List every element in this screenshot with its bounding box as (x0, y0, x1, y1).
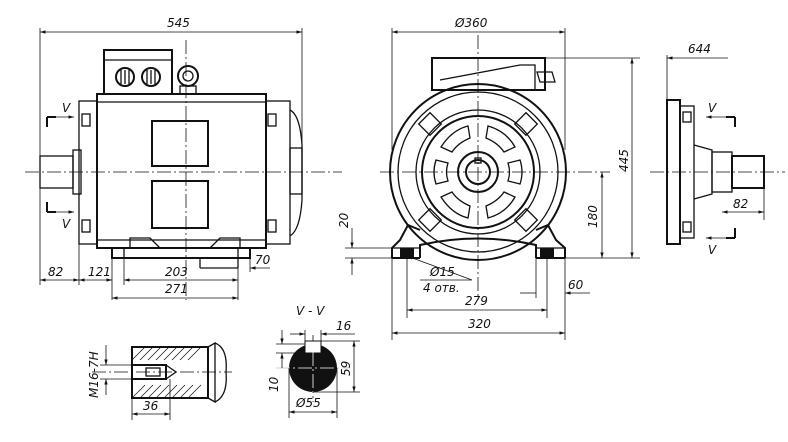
dim-end-height: 445 (617, 149, 631, 172)
detail-thread-hole (131, 364, 167, 380)
front-terminal-box (103, 49, 173, 95)
front-feet (111, 248, 251, 259)
end-mount-hole-left (400, 248, 414, 258)
side-section-mark-bottom: V (708, 243, 717, 257)
front-end-shield-right (265, 100, 291, 245)
dim-shaft-diameter: Ø55 (295, 396, 321, 410)
front-panel-bottom (151, 180, 209, 229)
terminal-left (115, 67, 135, 87)
end-mount-hole-right (540, 248, 554, 258)
dim-thread-size: M16-7H (87, 351, 101, 398)
dim-key-width: 16 (336, 319, 352, 333)
dim-foot-end: 70 (255, 253, 271, 267)
end-housing-outer (389, 83, 567, 261)
dim-key-height: 59 (339, 361, 353, 376)
end-shield-ring (421, 115, 535, 229)
section-title: V - V (296, 304, 325, 318)
dim-base-width: 320 (468, 317, 491, 331)
dim-end-diameter: Ø360 (454, 16, 488, 30)
dim-hole-diameter: Ø15 (429, 265, 455, 279)
dim-side-shaft: 82 (733, 197, 748, 211)
front-panel-top (151, 120, 209, 167)
section-mark-v-bottom: V (62, 217, 71, 231)
dim-foot-thickness: 20 (337, 212, 351, 228)
dim-foot-span: 203 (165, 265, 188, 279)
dim-hole-span: 279 (465, 294, 488, 308)
dim-side-ref: 644 (688, 42, 711, 56)
side-shaft (731, 155, 765, 189)
end-hub (457, 151, 499, 193)
front-view: V V 545 82 121 203 70 271 (25, 16, 342, 300)
gland (177, 65, 199, 87)
side-view: V V 644 82 (650, 42, 785, 257)
thread-detail: 36 M16-7H (87, 341, 232, 420)
dim-key-depth: 10 (267, 376, 281, 392)
dim-shaft-ext: 82 (48, 265, 63, 279)
dim-foot-total: 271 (165, 282, 188, 296)
end-view: Ø360 445 180 20 Ø15 4 отв. 279 320 (337, 16, 640, 340)
section-keyway (304, 340, 322, 354)
dim-thread-depth: 36 (143, 399, 159, 413)
dim-foot-width: 60 (568, 278, 584, 292)
detail-hatching (131, 346, 202, 399)
dim-hole-count: 4 отв. (423, 281, 460, 295)
section-shaft (289, 344, 337, 392)
front-motor-body (96, 93, 267, 249)
dim-overall-length: 545 (167, 16, 190, 30)
dim-axis-height: 180 (586, 205, 600, 228)
end-vent-slots (433, 125, 523, 219)
section-mark-v-top: V (62, 101, 71, 115)
side-section-mark-top: V (708, 101, 717, 115)
section-vv: V - V 16 59 10 Ø55 (267, 304, 360, 418)
terminal-right (141, 67, 161, 87)
end-base (391, 223, 566, 258)
dim-foot-offset: 121 (88, 265, 111, 279)
